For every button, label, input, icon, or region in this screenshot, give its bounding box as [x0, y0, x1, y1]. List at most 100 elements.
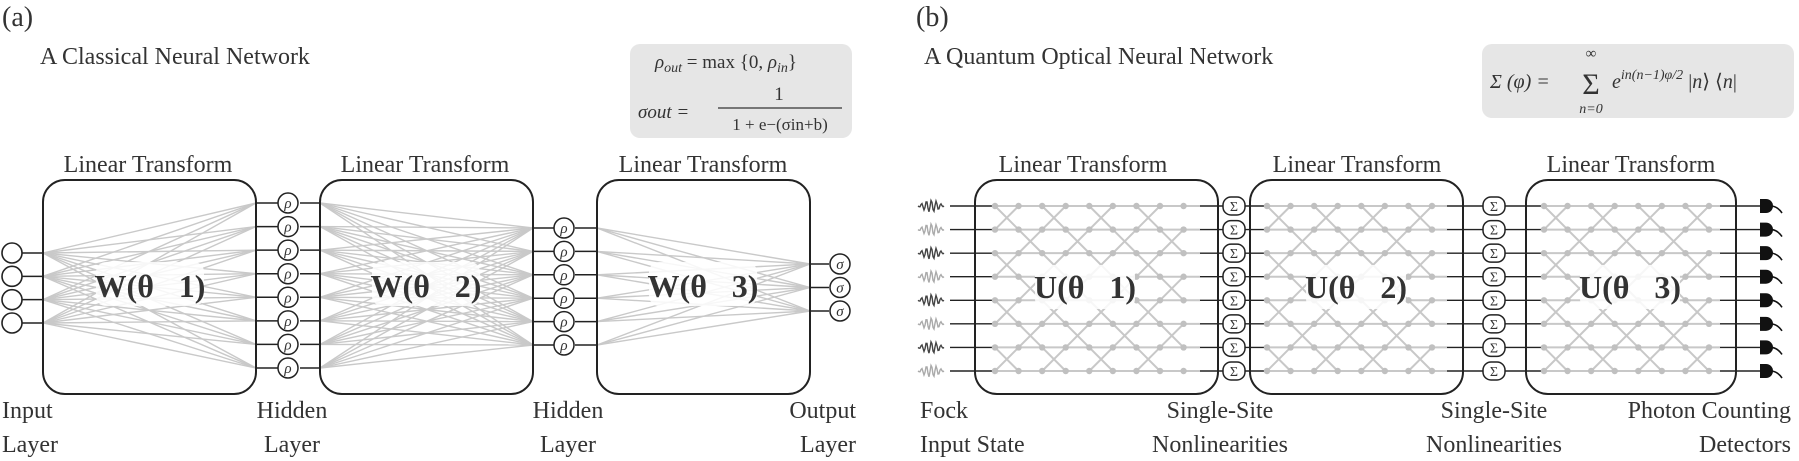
nonlinearity-node — [1222, 314, 1246, 334]
mesh-node — [1038, 344, 1046, 351]
mesh-line — [1017, 323, 1043, 349]
panel-b: (b) A Quantum Optical Neural Network Σ (… — [916, 2, 1794, 458]
mesh-node — [1358, 226, 1365, 233]
mesh-node — [1263, 273, 1271, 280]
relu-formula: ρout = max {0, ρin} — [654, 52, 797, 76]
mesh-node — [1358, 202, 1365, 210]
mesh-node — [1405, 320, 1412, 328]
rho-node-symbol: ρ — [283, 290, 291, 306]
wave-packet-icon — [917, 339, 945, 355]
mesh-node — [1540, 226, 1548, 233]
mesh-node — [1062, 320, 1069, 328]
mesh-line — [1159, 276, 1185, 301]
nonlinearity-node — [1222, 196, 1246, 216]
mesh-node — [1405, 344, 1412, 351]
mesh-node — [1428, 249, 1436, 257]
nonlinearity-symbol: Σ — [1490, 365, 1498, 380]
mesh-node — [1086, 226, 1093, 233]
connection-line — [319, 250, 534, 369]
connection-line — [319, 297, 534, 369]
nonlinearity-symbol: Σ — [1490, 294, 1498, 309]
mesh-node — [1587, 202, 1595, 210]
mesh-node — [1062, 249, 1069, 257]
linear-transform-header-a1: Linear Transform — [64, 152, 233, 178]
nonlinearity-symbol: Σ — [1490, 271, 1498, 286]
mesh-line — [1566, 228, 1592, 254]
unitary-label-1: U(θ⃗1) — [1034, 269, 1136, 305]
mesh-node — [1611, 367, 1618, 375]
mesh-line — [1384, 228, 1410, 254]
wave-packet-icon — [917, 363, 945, 379]
mesh-node — [1705, 367, 1713, 375]
mesh-node — [1358, 320, 1365, 328]
mesh-line — [1017, 228, 1043, 254]
mesh-node — [1428, 226, 1436, 233]
mesh-node — [1015, 344, 1022, 351]
mesh-node — [1133, 320, 1140, 328]
mesh-node — [1015, 249, 1022, 257]
connection-line — [596, 250, 811, 265]
mesh-line — [1407, 252, 1433, 278]
mesh-node — [1381, 202, 1389, 210]
rho-node — [277, 239, 299, 261]
mesh-line — [1543, 299, 1569, 325]
mesh-node — [1705, 320, 1713, 328]
detector-cable — [1771, 252, 1783, 261]
mesh-node — [1682, 226, 1689, 233]
sigma-node-symbol: σ — [836, 257, 844, 273]
mesh-line — [1041, 205, 1067, 231]
mesh-line — [994, 299, 1020, 325]
mesh-line — [1112, 228, 1138, 254]
mesh-node — [1015, 273, 1022, 280]
input-node — [1, 265, 23, 288]
nonlinearity-symbol: Σ — [1490, 224, 1498, 239]
mesh-line — [1360, 346, 1386, 372]
mesh-node — [1156, 249, 1164, 257]
mesh-node — [1658, 249, 1666, 257]
mesh-node — [1564, 226, 1571, 233]
output-layer-label-1: Output — [789, 398, 856, 424]
rho-node — [553, 334, 575, 356]
mesh-node — [1109, 202, 1117, 210]
hidden-layer-2-label-1: Hidden — [533, 398, 604, 424]
connection-line — [42, 320, 257, 324]
mesh-node — [1405, 297, 1412, 304]
mesh-node — [1428, 202, 1436, 210]
classical-block-2 — [319, 179, 534, 395]
mesh-node — [1109, 344, 1117, 351]
mesh-line — [1590, 205, 1616, 231]
nonlinearity-symbol: Σ — [1230, 247, 1238, 262]
mesh-node — [1180, 297, 1187, 304]
hidden-layer-1-label-2: Layer — [264, 432, 320, 458]
connection-line — [42, 202, 257, 277]
connection-line — [319, 202, 534, 229]
mesh-node — [1156, 273, 1164, 280]
connection-line — [596, 286, 811, 346]
mesh-line — [1313, 346, 1339, 372]
mesh-node — [1428, 320, 1436, 328]
optical-block-3 — [1525, 179, 1737, 395]
mesh-node — [1287, 297, 1294, 304]
mesh-line — [1543, 252, 1569, 278]
detector-cable — [1771, 299, 1783, 308]
sigmoid-numerator: 1 — [774, 84, 784, 105]
nonlinearity-symbol: Σ — [1490, 341, 1498, 356]
nonlinearity-2-label-1: Single-Site — [1441, 398, 1548, 424]
panel-b-tag: (b) — [916, 2, 949, 33]
classical-connections — [22, 202, 829, 369]
mesh-node — [1658, 344, 1666, 351]
nonlinearity-1-label-1: Single-Site — [1167, 398, 1274, 424]
mesh-node — [1263, 226, 1271, 233]
mesh-node — [1564, 367, 1571, 375]
mesh-node — [991, 344, 999, 351]
nonlinearity-symbol: Σ — [1490, 318, 1498, 333]
nonlinearity-symbol: Σ — [1490, 200, 1498, 215]
mesh-node — [1611, 320, 1618, 328]
nonlinearity-node — [1222, 243, 1246, 263]
mesh-node — [1062, 202, 1069, 210]
mesh-node — [1564, 249, 1571, 257]
mesh-node — [1611, 249, 1618, 257]
mesh-line — [1135, 252, 1161, 278]
mesh-node — [1015, 202, 1022, 210]
mesh-node — [1587, 226, 1595, 233]
